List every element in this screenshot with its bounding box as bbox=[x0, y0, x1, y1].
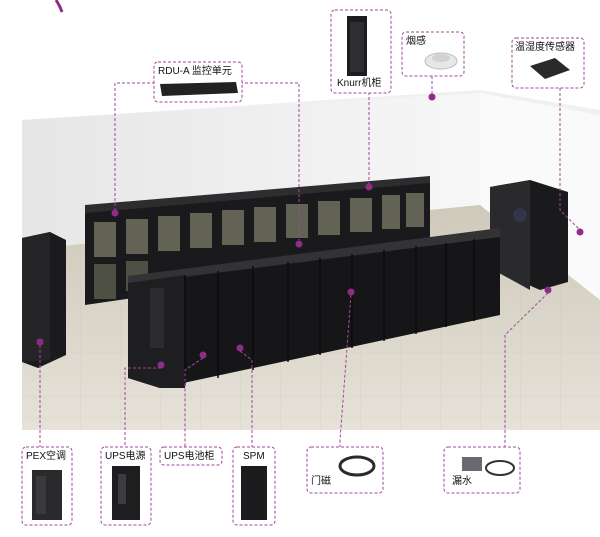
spm-image bbox=[241, 466, 267, 520]
smoke-callout bbox=[401, 31, 465, 77]
dot-rdu bbox=[111, 209, 119, 217]
ups-callout bbox=[100, 446, 152, 526]
label-spm: SPM bbox=[243, 451, 265, 462]
front-rack-row bbox=[128, 228, 500, 388]
dot-knurr bbox=[365, 183, 373, 191]
dot-door bbox=[347, 288, 355, 296]
label-battery: UPS电池柜 bbox=[164, 451, 215, 462]
dot-leak bbox=[544, 286, 552, 294]
pex-callout bbox=[21, 446, 73, 526]
dot-smoke bbox=[428, 93, 436, 101]
knurr-callout bbox=[330, 9, 392, 94]
pex-unit bbox=[22, 232, 66, 368]
corner-accent bbox=[54, 0, 64, 13]
sensor-dots bbox=[36, 93, 584, 369]
label-leak: 漏水 bbox=[452, 476, 472, 487]
dot-pex bbox=[36, 338, 44, 346]
leak-sensor-image bbox=[462, 457, 482, 471]
dot-ups bbox=[157, 361, 165, 369]
rdu-callout bbox=[153, 61, 243, 103]
temp-sensor-image bbox=[530, 58, 570, 79]
dot-spm bbox=[236, 344, 244, 352]
label-smoke: 烟感 bbox=[406, 36, 426, 47]
door-sensor-image bbox=[338, 455, 376, 477]
connector-lines bbox=[39, 76, 581, 447]
label-temp: 温湿度传感器 bbox=[515, 42, 575, 53]
battery-callout bbox=[159, 446, 223, 466]
dot-temp bbox=[576, 228, 584, 236]
rdu-device bbox=[160, 82, 238, 96]
temp-callout bbox=[511, 37, 585, 89]
door-callout bbox=[306, 446, 384, 494]
label-pex: PEX空调 bbox=[26, 451, 67, 462]
right-cabinet bbox=[490, 180, 568, 290]
label-knurr: Knurr机柜 bbox=[337, 78, 382, 89]
label-ups: UPS电源 bbox=[105, 451, 146, 462]
dot-battery bbox=[199, 351, 207, 359]
spm-callout bbox=[232, 446, 276, 526]
label-door: 门磁 bbox=[311, 476, 331, 487]
dot-rdu2 bbox=[295, 240, 303, 248]
label-rdu: RDU-A 监控单元 bbox=[158, 66, 232, 77]
leak-callout bbox=[443, 446, 521, 494]
